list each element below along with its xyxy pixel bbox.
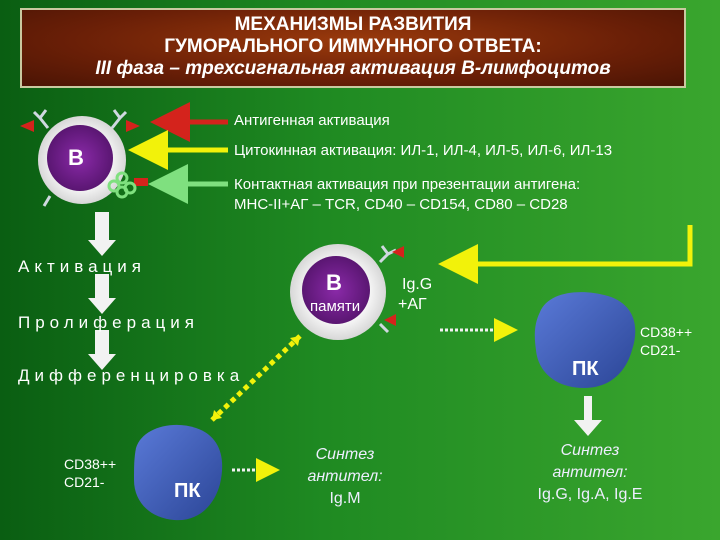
receptor-icons xyxy=(32,109,128,207)
memory-side-line1: Ig.G xyxy=(402,276,433,293)
contact-label-line2: МНС-II+АГ – TCR, CD40 – CD154, CD80 – CD… xyxy=(234,196,568,213)
memory-cell-sublabel: памяти xyxy=(310,298,361,315)
cytokine-label: Цитокинная активация: ИЛ-1, ИЛ-4, ИЛ-5, … xyxy=(234,142,613,159)
plasma-left-synthesis: Синтез антител: Ig.M xyxy=(290,444,400,510)
memory-b-cell xyxy=(290,244,404,340)
synthesis-left-line1: Синтез xyxy=(315,446,375,463)
plasma-left-markers-2: CD21- xyxy=(64,474,105,490)
synthesis-right-line3: Ig.G, Ig.A, Ig.E xyxy=(537,486,643,503)
plasma-cell-right xyxy=(534,292,636,388)
stage-differentiation: Дифференцировка xyxy=(18,366,245,385)
plasma-left-markers-1: CD38++ xyxy=(64,456,117,472)
plasma-cell-left xyxy=(134,424,223,521)
stage-activation: Активация xyxy=(18,257,146,276)
stage-proliferation: Пролиферация xyxy=(18,313,199,332)
title-line-1: МЕХАНИЗМЫ РАЗВИТИЯ xyxy=(234,14,472,35)
synthesis-right-line1: Синтез xyxy=(560,442,620,459)
plasma-right-markers-1: CD38++ xyxy=(640,324,693,340)
b-cell xyxy=(20,109,148,207)
memory-activation-arrow xyxy=(438,225,693,284)
plasma-right-synthesis: Синтез антител: Ig.G, Ig.A, Ig.E xyxy=(530,440,650,506)
memory-cell-label: В xyxy=(326,270,342,295)
memory-side-line2: +АГ xyxy=(398,296,427,313)
memory-plasma-diagonal-arrow xyxy=(210,334,302,422)
contact-label-line1: Контактная активация при презентации ант… xyxy=(234,176,581,193)
antigen-label: Антигенная активация xyxy=(234,112,390,129)
b-cell-label: В xyxy=(68,145,84,170)
stage-arrows xyxy=(88,212,116,370)
title-line-2: ГУМОРАЛЬНОГО ИММУННОГО ОТВЕТА: xyxy=(164,36,542,57)
plasma-right-markers-2: CD21- xyxy=(640,342,681,358)
title-line-3: III фаза – трехсигнальная активация В-ли… xyxy=(95,58,611,79)
title-box: МЕХАНИЗМЫ РАЗВИТИЯ ГУМОРАЛЬНОГО ИММУННОГ… xyxy=(20,8,686,88)
antigen-markers-icon xyxy=(20,120,148,186)
contact-molecule-icon xyxy=(107,171,137,199)
synthesis-left-line2: антител: xyxy=(307,468,383,485)
plasma-right-label: ПК xyxy=(572,358,599,380)
synthesis-right-line2: антител: xyxy=(552,464,628,481)
synthesis-left-line3: Ig.M xyxy=(329,490,361,507)
plasma-left-label: ПК xyxy=(174,480,201,502)
